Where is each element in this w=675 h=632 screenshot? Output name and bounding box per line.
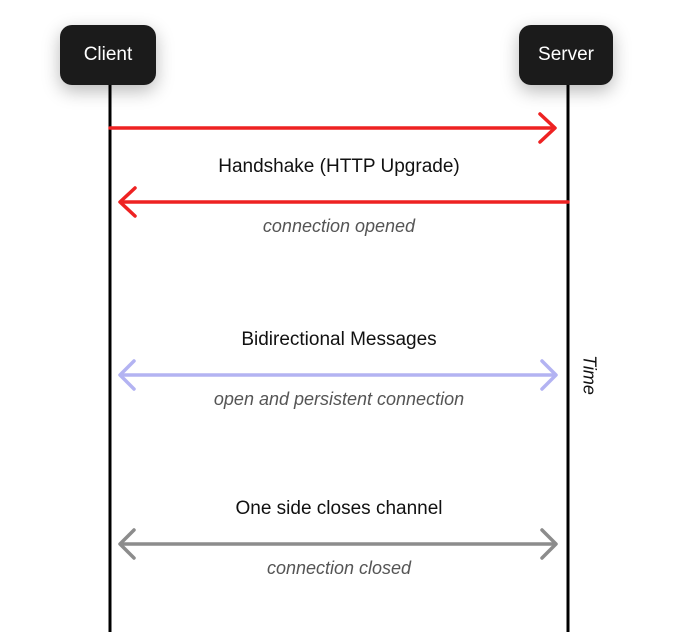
handshake-response-arrow — [118, 186, 570, 218]
server-box: Server — [519, 25, 613, 85]
handshake-request-arrow — [108, 112, 557, 144]
close-channel-arrow — [118, 528, 558, 560]
close-note: connection closed — [266, 558, 412, 578]
handshake-title: Handshake (HTTP Upgrade) — [218, 156, 460, 177]
bidirectional-title: Bidirectional Messages — [241, 329, 437, 350]
server-label: Server — [538, 44, 594, 65]
bidirectional-note: open and persistent connection — [213, 389, 465, 409]
client-box: Client — [60, 25, 156, 85]
bidirectional-messages-arrow — [118, 359, 558, 391]
time-axis-label: Time — [579, 355, 600, 395]
client-label: Client — [83, 44, 133, 65]
handshake-note: connection opened — [262, 216, 416, 236]
close-title: One side closes channel — [235, 498, 443, 519]
